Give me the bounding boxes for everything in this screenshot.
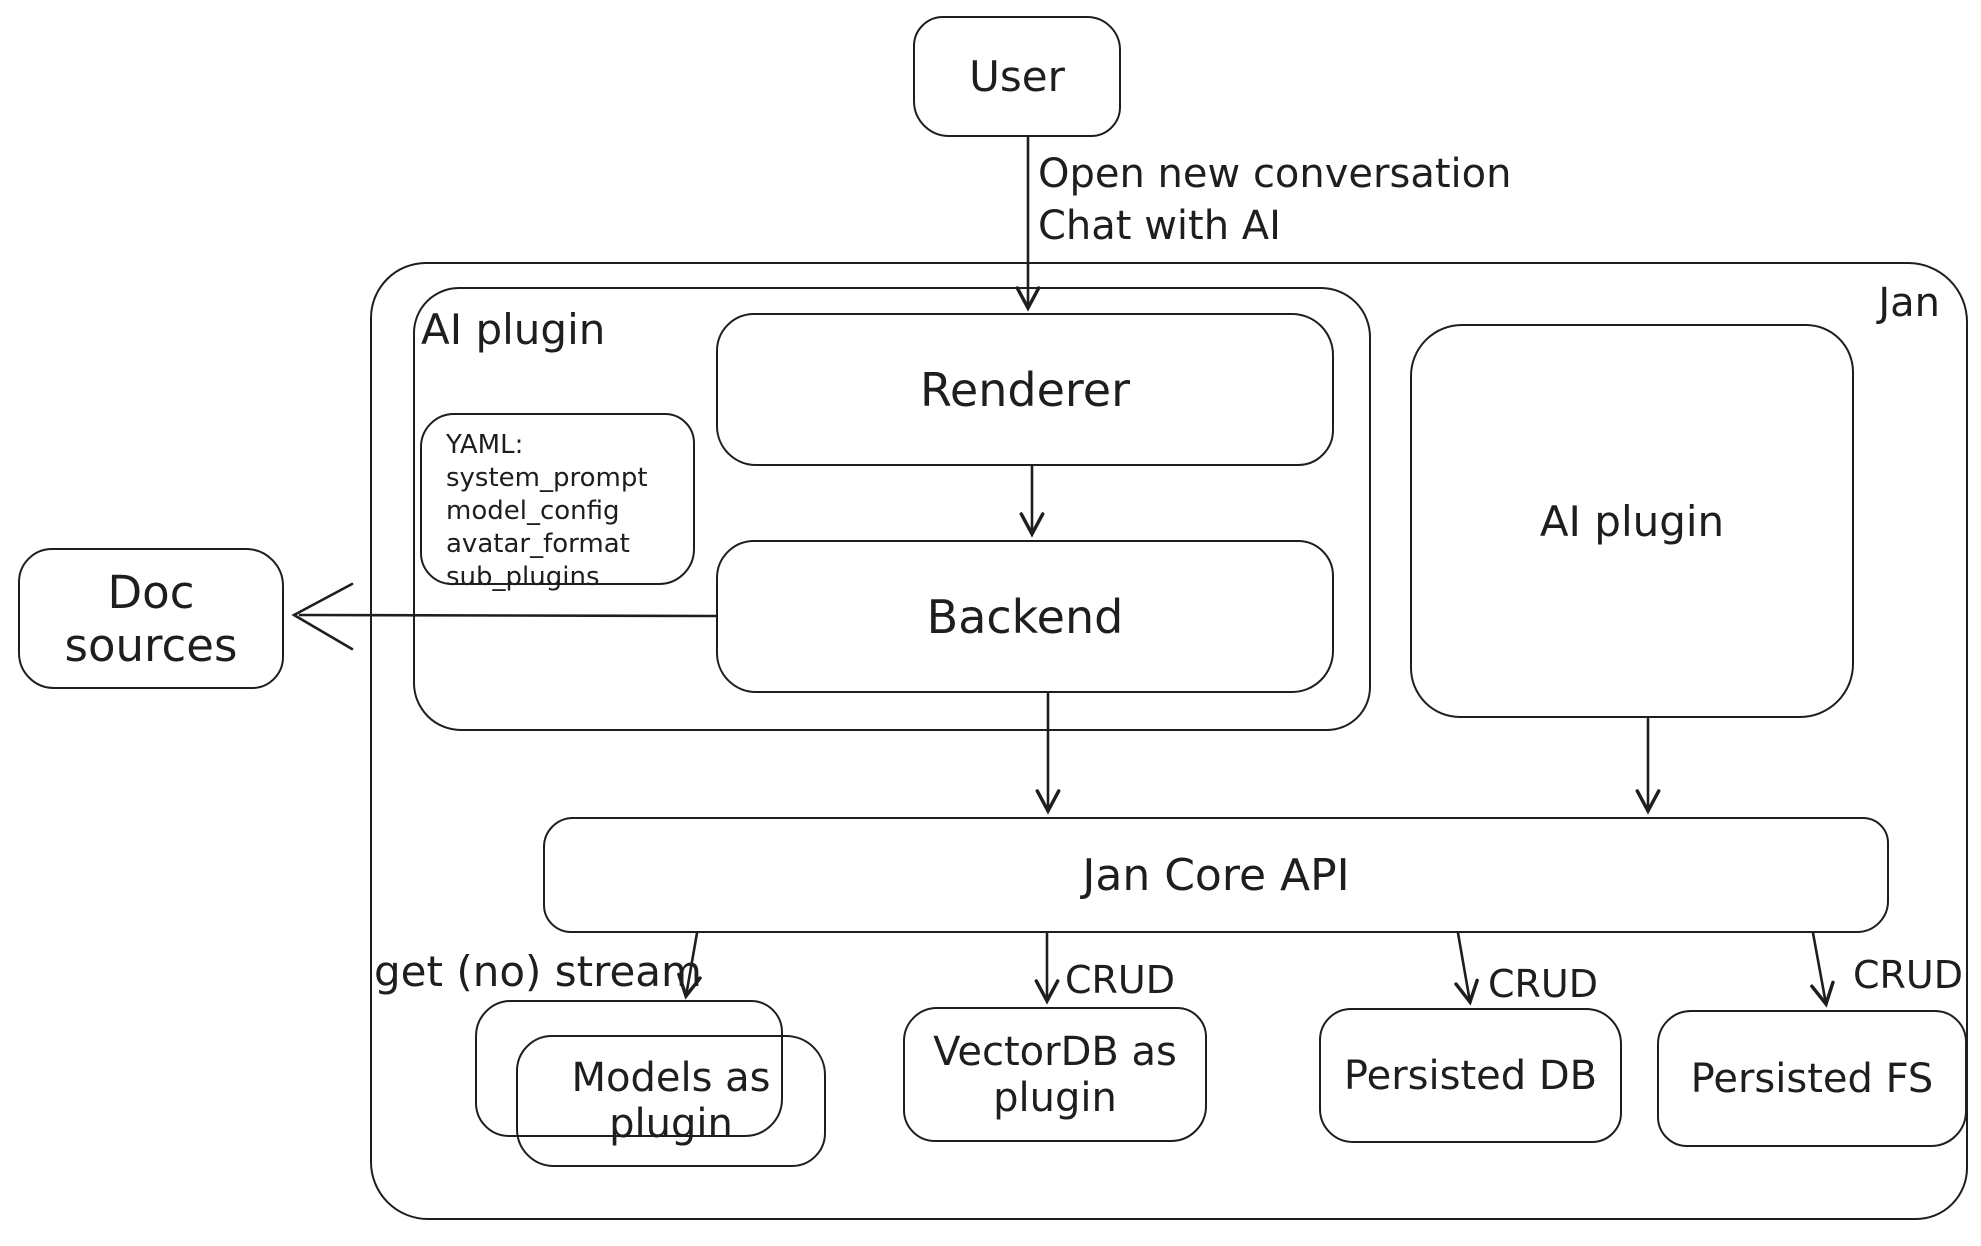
node-ai-plugin-right-label: AI plugin	[1539, 496, 1725, 546]
node-renderer-label: Renderer	[920, 362, 1130, 417]
edge-label-open-conversation: Open new conversation Chat with AI	[1038, 148, 1511, 252]
arrow-backend-to-doc-sources-head	[291, 582, 354, 651]
node-jan-label: Jan	[1878, 280, 1940, 326]
node-models-plugin-back	[475, 1000, 783, 1137]
node-user-label: User	[969, 52, 1065, 101]
node-persisted-db-label: Persisted DB	[1343, 1052, 1598, 1099]
node-models-plugin: Models as plugin	[516, 1035, 826, 1167]
node-ai-plugin-right: AI plugin	[1410, 324, 1854, 718]
edge-label-crud-persisted-db: CRUD	[1488, 962, 1599, 1006]
yaml-note-text: YAML: system_prompt model_config avatar_…	[422, 415, 648, 594]
node-ai-plugin-left: AI plugin	[413, 287, 1371, 731]
node-persisted-fs: Persisted FS	[1657, 1010, 1967, 1147]
node-doc-sources: Doc sources	[18, 548, 284, 689]
node-backend: Backend	[716, 540, 1334, 693]
edge-label-crud-vectordb: CRUD	[1065, 958, 1176, 1002]
node-jan-container: Jan	[370, 262, 1968, 1220]
edge-label-open-line1: Open new conversation	[1038, 151, 1512, 197]
node-yaml-note: YAML: system_prompt model_config avatar_…	[420, 413, 695, 592]
node-jan-core-api: Jan Core API	[543, 817, 1889, 933]
yaml-line-2: model_config	[446, 496, 620, 526]
node-backend-label: Backend	[926, 589, 1124, 644]
yaml-line-3: avatar_format	[446, 529, 630, 559]
node-doc-sources-label: Doc sources	[64, 565, 238, 672]
node-user: User	[913, 16, 1121, 137]
node-persisted-fs-label: Persisted FS	[1690, 1055, 1934, 1102]
edge-label-get-no-stream: get (no) stream	[374, 947, 702, 996]
node-persisted-db: Persisted DB	[1319, 1008, 1622, 1143]
node-jan-core-api-label: Jan Core API	[1082, 849, 1350, 901]
yaml-line-0: YAML:	[446, 430, 524, 460]
yaml-line-4: sub_plugins	[446, 562, 600, 592]
edge-label-open-line2: Chat with AI	[1038, 203, 1281, 249]
node-vectordb-plugin-label: VectorDB as plugin	[933, 1028, 1177, 1121]
edge-label-crud-persisted-fs: CRUD	[1853, 953, 1964, 997]
yaml-line-1: system_prompt	[446, 463, 648, 493]
node-models-plugin-label: Models as plugin	[571, 1055, 771, 1147]
node-renderer: Renderer	[716, 313, 1334, 466]
node-ai-plugin-left-label: AI plugin	[421, 305, 606, 354]
node-vectordb-plugin: VectorDB as plugin	[903, 1007, 1207, 1142]
